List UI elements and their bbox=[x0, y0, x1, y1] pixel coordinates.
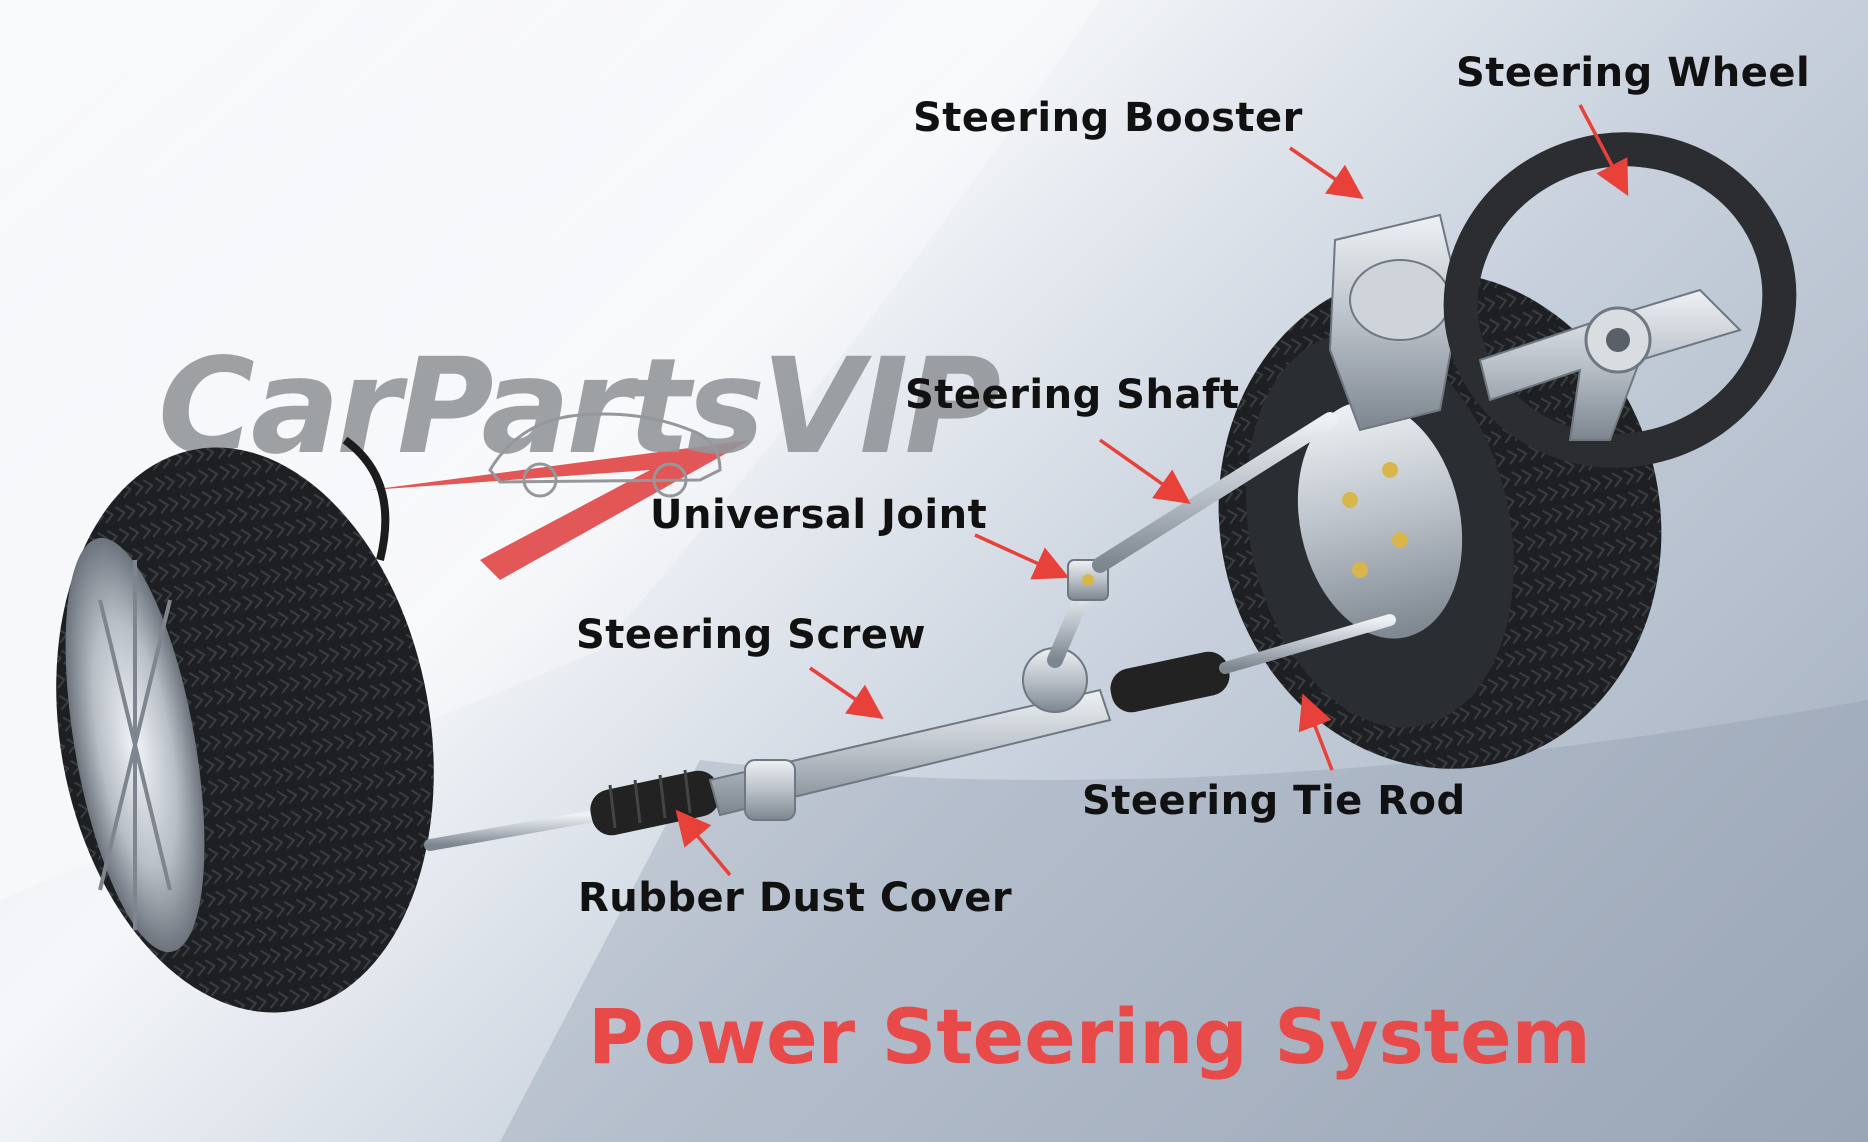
steering-wheel-rim bbox=[1443, 132, 1797, 468]
watermark-car-outline bbox=[488, 412, 722, 484]
watermark-logo: CarPartsVIP bbox=[158, 330, 1003, 580]
label-steering-wheel: Steering Wheel bbox=[1456, 50, 1811, 96]
arrow-steering-booster bbox=[1289, 146, 1364, 199]
booster-motor bbox=[1349, 259, 1451, 341]
diagram-title: Power Steering System bbox=[588, 992, 1591, 1081]
arrow-universal-joint bbox=[974, 533, 1070, 580]
label-rubber-dust-cover: Rubber Dust Cover bbox=[578, 875, 1013, 921]
arrow-steering-screw bbox=[809, 666, 884, 719]
rack-housing bbox=[708, 688, 1112, 817]
background-floor-shadow bbox=[500, 700, 1868, 1142]
steering-column bbox=[1047, 213, 1462, 668]
arrow-steering-wheel bbox=[1578, 104, 1629, 197]
label-universal-joint: Universal Joint bbox=[650, 492, 988, 538]
left-wheel bbox=[56, 436, 434, 1013]
arrow-rubber-dust-cover bbox=[675, 809, 732, 877]
left-tie-rod bbox=[424, 809, 606, 851]
upper-shaft bbox=[1092, 412, 1338, 573]
steering-wheel bbox=[1443, 132, 1797, 468]
label-steering-tie-rod: Steering Tie Rod bbox=[1082, 778, 1466, 824]
steering-rack bbox=[424, 614, 1396, 851]
arrow-steering-shaft bbox=[1098, 438, 1191, 505]
right-wheel bbox=[1218, 271, 1662, 769]
callout-arrows bbox=[675, 104, 1629, 877]
right-tie-rod bbox=[1219, 614, 1396, 674]
label-steering-booster: Steering Booster bbox=[913, 95, 1303, 141]
watermark-text: CarPartsVIP bbox=[158, 330, 999, 484]
right-dust-boot bbox=[1110, 651, 1230, 713]
rack-mount bbox=[744, 759, 796, 821]
label-steering-shaft: Steering Shaft bbox=[905, 372, 1240, 418]
arrow-steering-tie-rod bbox=[1298, 693, 1334, 771]
label-steering-screw: Steering Screw bbox=[576, 612, 926, 658]
left-brake-line bbox=[342, 436, 390, 561]
right-hub bbox=[1297, 401, 1463, 639]
lower-shaft bbox=[1047, 582, 1093, 668]
